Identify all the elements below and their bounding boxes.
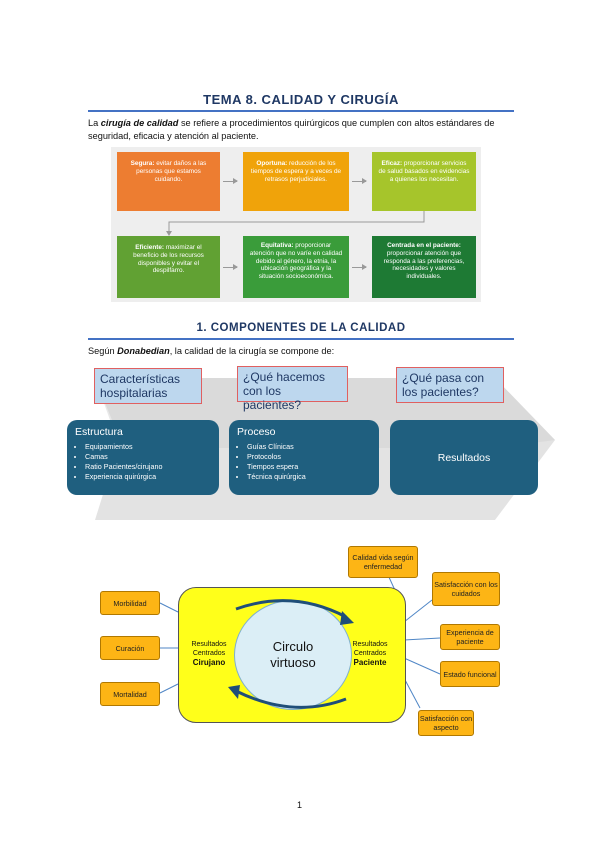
cycle-arrows [228, 599, 354, 709]
label-line: Resultados [352, 641, 388, 648]
box-text: proporcionar servicios de salud basados … [378, 160, 470, 183]
card-item: Técnica quirúrgica [247, 472, 371, 482]
box-label: Oportuna: [256, 160, 288, 167]
section-lead: Según Donabedian, la calidad de la cirug… [88, 346, 334, 356]
label-line: Resultados [191, 641, 227, 648]
outcome-mortalidad: Mortalidad [100, 682, 160, 706]
card-item: Equipamientos [85, 442, 211, 452]
callout-estructura: Características hospitalarias [94, 368, 202, 404]
label-line: Centrados [192, 650, 226, 657]
box-label: Eficiente: [135, 244, 165, 251]
arrow-right [223, 178, 238, 184]
box-text: maximizar el beneficio de los recursos d… [133, 244, 204, 275]
outcome-calidad-vida: Calidad vida según enfermedad [348, 546, 418, 578]
intro-term: cirugía de calidad [100, 118, 179, 128]
card-resultados: Resultados [390, 420, 538, 495]
box-eficaz: Eficaz: proporcionar servicios de salud … [372, 152, 476, 211]
card-estructura: Estructura Equipamientos Camas Ratio Pac… [67, 420, 219, 495]
page-number: 1 [296, 800, 302, 810]
intro-prefix: La [88, 118, 101, 128]
box-text: proporcionar atención que responda a las… [383, 249, 465, 281]
outcome-experiencia: Experiencia de paciente [440, 624, 500, 650]
title-underline [88, 110, 514, 112]
lead-prefix: Según [88, 346, 118, 356]
box-label: Equitativa: [260, 242, 294, 249]
card-list: Equipamientos Camas Ratio Pacientes/ciru… [75, 442, 211, 482]
cycle-center-text: Circulo virtuoso [270, 639, 316, 670]
card-title: Resultados [437, 451, 491, 464]
card-item: Protocolos [247, 452, 371, 462]
card-item: Experiencia quirúrgica [85, 472, 211, 482]
box-text: evitar daños a las personas que estamos … [136, 160, 207, 183]
card-list: Guías Clínicas Protocolos Tiempos espera… [237, 442, 371, 482]
outcome-morbilidad: Morbilidad [100, 591, 160, 615]
callout-resultados: ¿Qué pasa con los pacientes? [396, 367, 504, 403]
box-label: Eficaz: [381, 160, 403, 167]
box-text: reducción de los tiempos de espera y a v… [250, 160, 342, 183]
arrow-right [352, 264, 367, 270]
card-proceso: Proceso Guías Clínicas Protocolos Tiempo… [229, 420, 379, 495]
outcome-curacion: Curación [100, 636, 160, 660]
card-item: Camas [85, 452, 211, 462]
card-title: Estructura [75, 426, 123, 438]
cycle-right-label: Resultados Centrados Paciente [342, 640, 398, 667]
label-strong: Paciente [353, 658, 387, 667]
outcome-satisfaccion-aspecto: Satisfacción con aspecto [418, 710, 474, 736]
cycle-left-label: Resultados Centrados Cirujano [182, 640, 236, 667]
intro-rest: se refiere a procedimientos quirúrgicos … [88, 118, 495, 141]
outcome-estado-funcional: Estado funcional [440, 661, 500, 687]
box-eficiente: Eficiente: maximizar el beneficio de los… [117, 236, 220, 298]
section-heading: 1. COMPONENTES DE LA CALIDAD [196, 322, 406, 334]
box-centrada: Centrada en el paciente: proporcionar at… [372, 236, 476, 298]
lead-rest: , la calidad de la cirugía se compone de… [169, 346, 335, 356]
box-oportuna: Oportuna: reducción de los tiempos de es… [243, 152, 349, 211]
quality-grid: Segura: evitar daños a las personas que … [111, 147, 481, 302]
card-item: Guías Clínicas [247, 442, 371, 452]
box-label: Centrada en el paciente: [387, 242, 461, 249]
arrow-right [352, 178, 367, 184]
intro-paragraph: La cirugía de calidad se refiere a proce… [88, 117, 518, 143]
page-title: TEMA 8. CALIDAD Y CIRUGÍA [203, 92, 399, 107]
box-label: Segura: [130, 160, 155, 167]
box-text: proporcionar atención que no varíe en ca… [249, 242, 343, 281]
box-equitativa: Equitativa: proporcionar atención que no… [243, 236, 349, 298]
card-title: Proceso [237, 426, 276, 438]
box-segura: Segura: evitar daños a las personas que … [117, 152, 220, 211]
wrap-connector [166, 211, 425, 236]
card-item: Tiempos espera [247, 462, 371, 472]
callout-proceso: ¿Qué hacemos con los pacientes? [237, 366, 348, 412]
label-strong: Cirujano [192, 658, 226, 667]
section-underline [88, 338, 514, 340]
arrow-right [223, 264, 238, 270]
label-line: Centrados [353, 650, 387, 657]
card-item: Ratio Pacientes/cirujano [85, 462, 211, 472]
lead-author: Donabedian [117, 346, 170, 356]
outcome-satisfaccion-cuidados: Satisfacción con los cuidados [432, 572, 500, 606]
